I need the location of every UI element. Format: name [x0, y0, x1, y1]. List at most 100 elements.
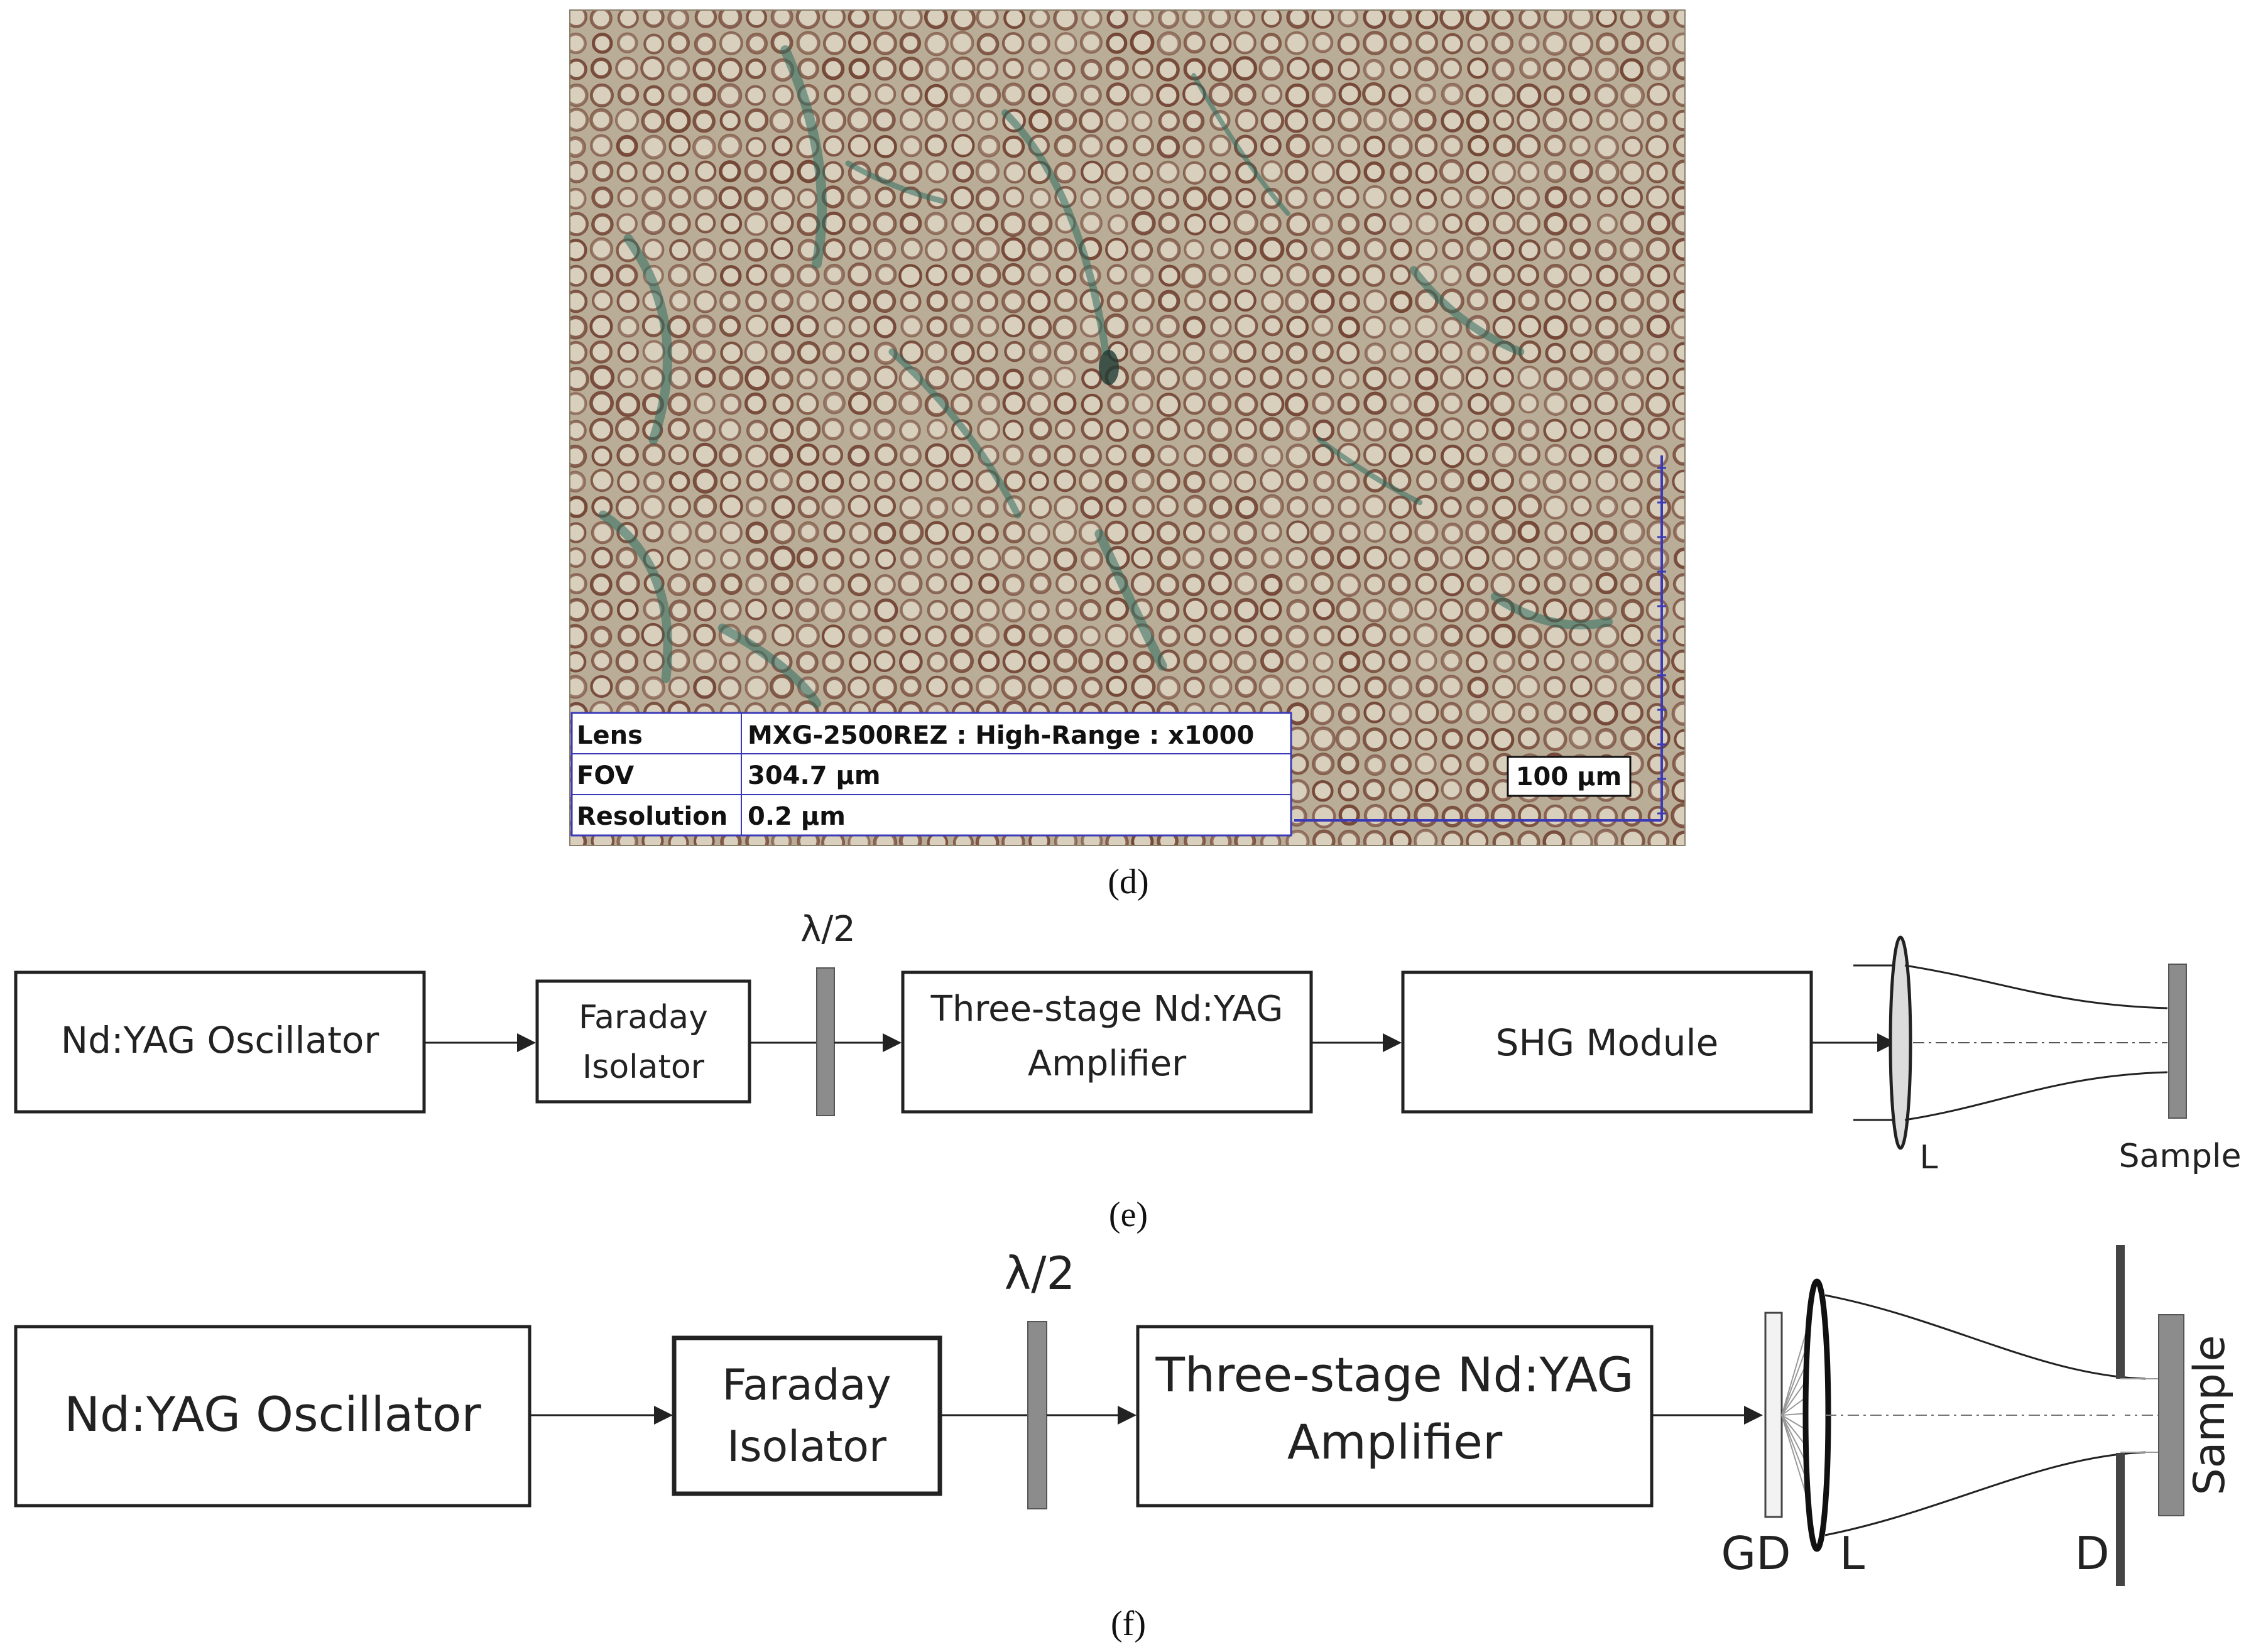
micrograph-ring — [900, 315, 923, 338]
micrograph-ring — [719, 494, 743, 518]
micrograph-ring — [1620, 444, 1643, 468]
micrograph-ring — [1312, 651, 1334, 673]
micrograph-ring — [1156, 393, 1181, 417]
micrograph-ring — [1284, 31, 1309, 55]
oscillator-box-e — [14, 970, 426, 1114]
micrograph-ring — [1673, 264, 1685, 285]
micrograph-ring — [721, 857, 741, 877]
micrograph-ring — [1388, 778, 1413, 802]
micrograph-ring — [1466, 778, 1490, 802]
micrograph-ring — [1285, 546, 1308, 569]
micrograph-ring — [1260, 625, 1282, 647]
micrograph-ring — [1184, 214, 1206, 236]
micrograph-ring — [770, 469, 793, 492]
micrograph-ring — [1621, 806, 1642, 827]
micrograph-ring — [1364, 212, 1387, 235]
micrograph-ring — [1544, 624, 1567, 648]
micrograph-ring — [1647, 82, 1671, 106]
micrograph-ring — [1468, 469, 1490, 492]
micrograph-ring — [1233, 31, 1257, 55]
micrograph-ring — [667, 264, 691, 287]
micrograph-ring — [796, 572, 819, 595]
micrograph-ring — [1414, 803, 1439, 828]
grating-gd — [1764, 1312, 1783, 1518]
micrograph-ring — [589, 573, 613, 596]
micrograph-ring — [1157, 160, 1180, 184]
micrograph-ring — [1363, 418, 1387, 442]
micrograph-ring — [770, 443, 793, 467]
micrograph-ring — [1104, 624, 1128, 648]
micrograph-ring — [1131, 469, 1155, 492]
micrograph-ring — [1645, 572, 1669, 595]
micrograph-ring — [1233, 340, 1257, 363]
diaphragm-aperture — [2116, 1379, 2125, 1453]
micrograph-ring — [978, 134, 1001, 158]
micrograph-ring — [1260, 213, 1282, 234]
micrograph-ring — [1338, 316, 1360, 339]
micrograph-ring — [1260, 366, 1283, 389]
micrograph-ring — [951, 340, 975, 365]
micrograph-ring — [1338, 134, 1361, 157]
micrograph-ring — [849, 418, 871, 440]
micrograph-ring — [692, 442, 717, 467]
micrograph-ring — [1620, 676, 1645, 700]
micrograph-ring — [746, 10, 767, 28]
micrograph-ring — [1287, 496, 1309, 518]
micrograph-ring — [1699, 626, 1718, 644]
micrograph-ring — [770, 263, 795, 288]
micrograph-ring — [951, 677, 973, 698]
micrograph-ring — [1441, 805, 1464, 828]
micrograph-ring — [617, 341, 639, 363]
micrograph-ring — [1106, 136, 1128, 158]
micrograph-ring — [744, 108, 769, 133]
micrograph-ring — [1106, 445, 1127, 466]
micrograph-ring — [746, 857, 767, 879]
micrograph-ring — [1258, 55, 1284, 81]
micrograph-ring — [1468, 134, 1490, 156]
micrograph-ring — [695, 212, 716, 234]
micrograph-ring — [1544, 134, 1566, 157]
micrograph-ring — [1624, 857, 1642, 876]
micrograph-ring — [643, 85, 665, 107]
micrograph-ring — [1440, 573, 1464, 597]
micrograph-ring — [1544, 186, 1567, 209]
micrograph-ring — [1208, 571, 1232, 595]
micrograph-ring — [616, 264, 638, 287]
micrograph-ring — [1620, 519, 1645, 545]
micrograph-ring — [1595, 546, 1619, 572]
micrograph-ring — [692, 109, 716, 133]
micrograph-ring — [642, 521, 664, 543]
micrograph-ring — [1390, 58, 1412, 79]
micrograph-stain — [845, 160, 946, 204]
micrograph-ring — [1621, 31, 1644, 54]
micrograph-ring — [1054, 624, 1077, 648]
table-value-resolution: 0.2 µm — [748, 802, 846, 831]
micrograph-stain — [1094, 529, 1167, 671]
micrograph-ring — [925, 340, 947, 364]
micrograph-ring — [589, 108, 613, 132]
micrograph-ring — [1131, 264, 1154, 288]
micrograph-ring — [1338, 625, 1360, 647]
micrograph-ring — [773, 858, 792, 877]
micrograph-ring — [797, 212, 820, 236]
micrograph-ring — [1569, 83, 1591, 106]
micrograph-ring — [1672, 290, 1685, 312]
micrograph-ring — [1232, 56, 1258, 81]
micrograph-ring — [720, 548, 741, 570]
micrograph-ring — [1674, 729, 1685, 750]
micrograph-ring — [1672, 32, 1685, 55]
micrograph-ring — [1389, 212, 1412, 236]
micrograph-ring — [616, 571, 640, 595]
micrograph-ring — [1131, 444, 1155, 467]
micrograph-ring — [1078, 648, 1103, 674]
micrograph-ring — [1285, 393, 1309, 416]
micrograph-ring — [900, 624, 921, 646]
micrograph-ring — [1595, 727, 1617, 749]
micrograph-ring — [1701, 85, 1719, 103]
micrograph-ring — [1672, 109, 1685, 131]
micrograph-ring — [927, 651, 948, 673]
micrograph-ring — [1312, 598, 1335, 621]
oscillator-box-f — [14, 1325, 532, 1508]
micrograph-ring — [1338, 107, 1362, 132]
micrograph-ring — [1105, 109, 1129, 133]
